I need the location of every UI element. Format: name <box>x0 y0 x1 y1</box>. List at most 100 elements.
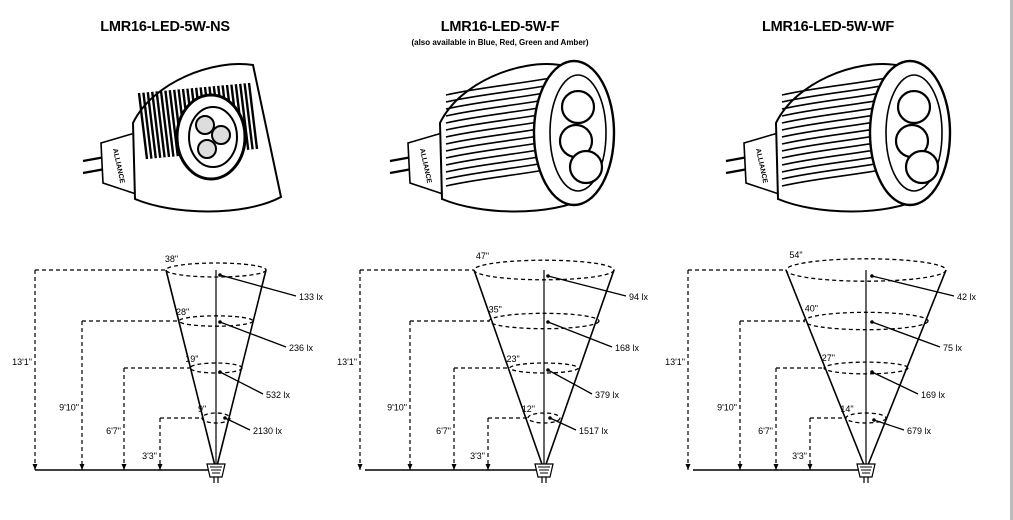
illuminance-label: 379 lx <box>595 390 620 400</box>
distance-label: 3'3" <box>792 451 807 461</box>
illuminance-pointer-head <box>218 370 222 374</box>
dimension-arrow <box>685 464 691 470</box>
illuminance-pointer <box>871 371 919 395</box>
lamp-pin <box>82 167 106 175</box>
illuminance-pointer-head <box>870 320 874 324</box>
heat-sink-fin <box>239 83 250 150</box>
product-panel-ns: LMR16-LED-5W-NS ALLIANCE 13'1" 38" 133 lx 9… <box>0 0 330 520</box>
source-lamp-fins <box>210 466 222 474</box>
illuminance-label: 532 lx <box>266 390 291 400</box>
beam-edge-left <box>785 269 867 471</box>
heat-sink-fin <box>155 91 166 158</box>
beam-diameter-label: 40" <box>805 303 818 313</box>
illuminance-pointer-head <box>546 320 550 324</box>
led-optic <box>896 89 932 125</box>
led-optic <box>904 149 940 185</box>
illuminance-label: 169 lx <box>921 390 946 400</box>
distance-label: 13'1" <box>12 357 32 367</box>
light-spot-ellipse <box>509 362 579 374</box>
product-title: LMR16-LED-5W-F <box>440 19 560 35</box>
light-spot-ellipse <box>823 361 909 375</box>
illuminance-label: 679 lx <box>907 426 932 436</box>
dimension-arrow <box>807 464 813 470</box>
lamp-illustration: ALLIANCE <box>82 63 283 213</box>
heat-sink-fin <box>159 90 171 158</box>
lamp-illustration: ALLIANCE <box>725 59 952 213</box>
led-optic <box>568 149 604 185</box>
illuminance-label: 2130 lx <box>253 426 283 436</box>
illuminance-label: 133 lx <box>299 292 324 302</box>
lamp-illustration: ALLIANCE <box>389 59 616 213</box>
illuminance-pointer <box>219 321 287 348</box>
illuminance-pointer <box>219 274 297 297</box>
dimension-arrow <box>157 464 163 470</box>
beam-diameter-label: 38" <box>165 254 178 264</box>
illuminance-label: 75 lx <box>943 343 963 353</box>
product-panel-f: LMR16-LED-5W-F (also available in Blue, … <box>330 0 670 520</box>
lamp-pin <box>389 167 413 175</box>
dimension-arrow <box>121 464 127 470</box>
beam-diameter-label: 35" <box>489 304 502 314</box>
light-spot-ellipse <box>189 362 243 374</box>
illuminance-pointer-head <box>546 368 550 372</box>
lamp-group: ALLIANCE <box>725 59 952 213</box>
illuminance-pointer <box>873 419 905 431</box>
distance-label: 9'10" <box>717 403 737 413</box>
illuminance-pointer <box>219 371 264 395</box>
light-spot-ellipse <box>178 315 254 327</box>
illuminance-label: 168 lx <box>615 343 640 353</box>
beam-diameter-label: 12" <box>522 404 535 414</box>
beam-diameter-label: 19" <box>185 354 198 364</box>
led-chip <box>211 125 231 145</box>
beam-diameter-label: 47" <box>476 251 489 261</box>
beam-diameter-label: 14" <box>840 404 853 414</box>
illuminance-pointer <box>547 321 613 348</box>
distance-label: 6'7" <box>758 426 773 436</box>
led-optic <box>560 89 596 125</box>
dimension-arrow <box>773 464 779 470</box>
illuminance-label: 236 lx <box>289 343 314 353</box>
light-spot-ellipse <box>785 258 947 282</box>
distance-label: 6'7" <box>436 426 451 436</box>
light-spot-ellipse <box>165 262 267 278</box>
dimension-arrow <box>407 464 413 470</box>
distance-label: 13'1" <box>337 357 357 367</box>
illuminance-pointer-head <box>548 416 552 420</box>
light-spot-ellipse <box>527 412 561 424</box>
beam-edge-left <box>473 269 545 471</box>
illuminance-pointer-head <box>223 416 227 420</box>
dimension-arrow <box>357 464 363 470</box>
illuminance-pointer <box>549 417 577 431</box>
illuminance-pointer <box>547 275 627 297</box>
heat-sink-fin <box>151 91 162 158</box>
heat-sink-fin <box>142 92 153 159</box>
beam-diagram: 13'1"54"42 lx9'10"40"75 lx6'7"27"169 lx3… <box>665 250 977 483</box>
product-title: LMR16-LED-5W-WF <box>761 19 895 35</box>
illuminance-pointer-head <box>218 273 222 277</box>
beam-diagram: 13'1"47"94 lx9'10"35"168 lx6'7"23"379 lx… <box>337 251 649 483</box>
page-edge-divider <box>1010 0 1013 520</box>
beam-diameter-label: 28" <box>176 307 189 317</box>
illuminance-label: 94 lx <box>629 292 649 302</box>
beam-diameter-label: 9" <box>198 404 206 414</box>
heat-sink-fin <box>243 83 254 150</box>
illuminance-pointer <box>224 417 251 431</box>
beam-diameter-label: 27" <box>822 353 835 363</box>
illuminance-pointer-head <box>870 274 874 278</box>
product-subtitle: (also available in Blue, Red, Green and … <box>411 38 589 47</box>
heat-sink-fin <box>164 90 175 157</box>
light-spot-ellipse <box>201 412 231 424</box>
illuminance-pointer <box>871 321 941 348</box>
heat-sink-fin <box>137 92 149 160</box>
illuminance-pointer-head <box>546 274 550 278</box>
led-chip <box>195 115 215 135</box>
product-title: LMR16-LED-5W-NS <box>100 19 230 35</box>
distance-label: 3'3" <box>142 451 157 461</box>
dimension-arrow <box>485 464 491 470</box>
heat-sink-fin <box>247 82 259 150</box>
illuminance-label: 42 lx <box>957 292 977 302</box>
illuminance-pointer-head <box>872 418 876 422</box>
distance-label: 9'10" <box>59 403 79 413</box>
beam-diameter-label: 23" <box>506 354 519 364</box>
